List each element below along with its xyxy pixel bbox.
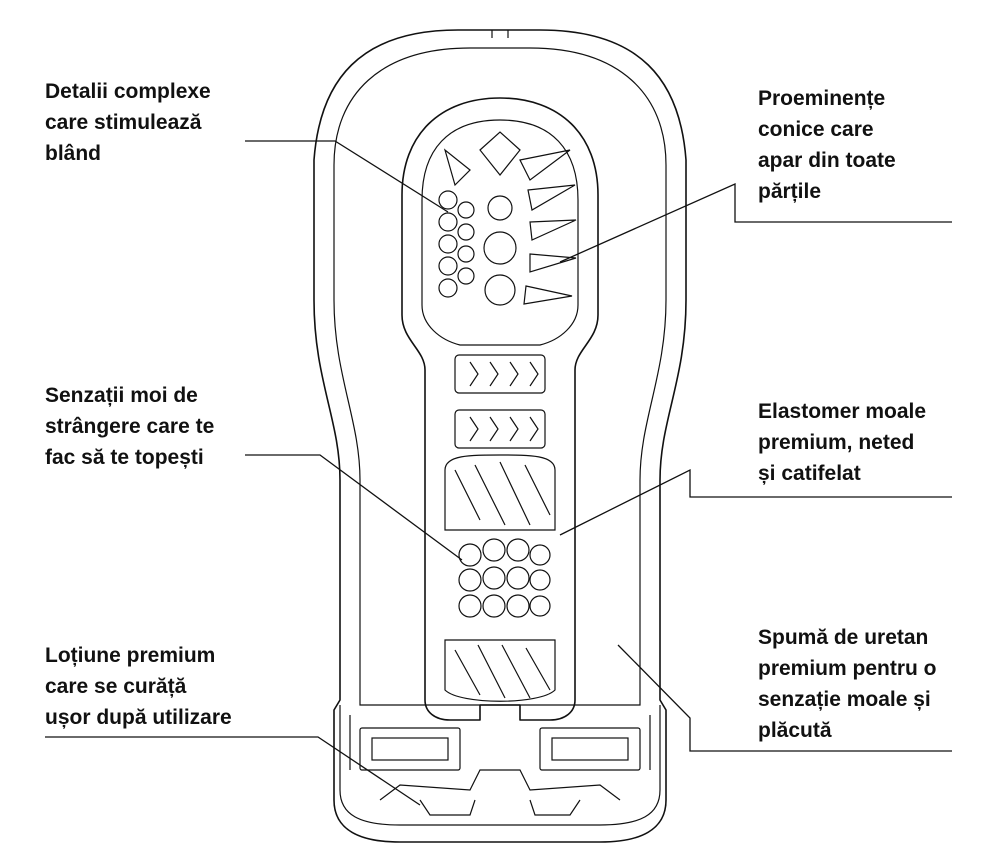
callout-senzatii: Senzații moi de strângere care te fac să… — [45, 380, 214, 473]
callout-spuma: Spumă de uretan premium pentru o senzați… — [758, 622, 937, 746]
callout-line: părțile — [758, 180, 822, 203]
callout-line: conice care — [758, 118, 874, 141]
outer-casing — [313, 29, 687, 843]
callout-line: fac să te topești — [45, 446, 204, 469]
leader-lotiune — [45, 736, 421, 806]
base-assembly — [339, 705, 661, 826]
top-notch — [491, 30, 509, 38]
callout-line: Elastomer moale — [758, 400, 927, 423]
callout-line: blând — [45, 142, 101, 165]
callout-line: Proeminențe — [758, 87, 886, 110]
squeeze-chamber — [444, 454, 556, 702]
callout-proeminente: Proeminențe conice care apar din toate p… — [758, 83, 896, 207]
callout-line: care stimulează — [45, 111, 202, 134]
upper-chamber — [421, 119, 579, 346]
inner-shell — [333, 47, 667, 706]
callout-line: care se curăță — [45, 675, 187, 698]
callout-line: strângere care te — [45, 415, 215, 438]
callout-line: premium pentru o — [758, 657, 937, 680]
leader-elastomer — [559, 468, 952, 536]
leader-spuma — [617, 644, 952, 752]
callout-line: premium, neted — [758, 431, 915, 454]
callout-line: ușor după utilizare — [45, 706, 232, 729]
leader-proeminente — [559, 182, 952, 263]
callout-line: Loțiune premium — [45, 644, 216, 667]
callout-line: plăcută — [758, 719, 832, 742]
conical-projections — [443, 131, 577, 305]
callout-lotiune: Loțiune premium care se curăță ușor după… — [45, 640, 232, 733]
callout-line: apar din toate — [758, 149, 896, 172]
callout-line: și catifelat — [758, 462, 861, 485]
leader-detalii — [245, 140, 449, 213]
callout-elastomer: Elastomer moale premium, neted și catife… — [758, 396, 926, 489]
soft-bumps — [438, 190, 517, 306]
callout-line: Senzații moi de — [45, 384, 198, 407]
callout-line: Spumă de uretan — [758, 626, 929, 649]
leader-senzatii — [245, 454, 463, 561]
callout-line: Detalii complexe — [45, 80, 211, 103]
canal-outline — [401, 97, 599, 721]
ribbed-neck — [454, 354, 546, 449]
callout-line: senzație moale și — [758, 688, 931, 711]
callout-detalii: Detalii complexe care stimulează blând — [45, 76, 211, 169]
